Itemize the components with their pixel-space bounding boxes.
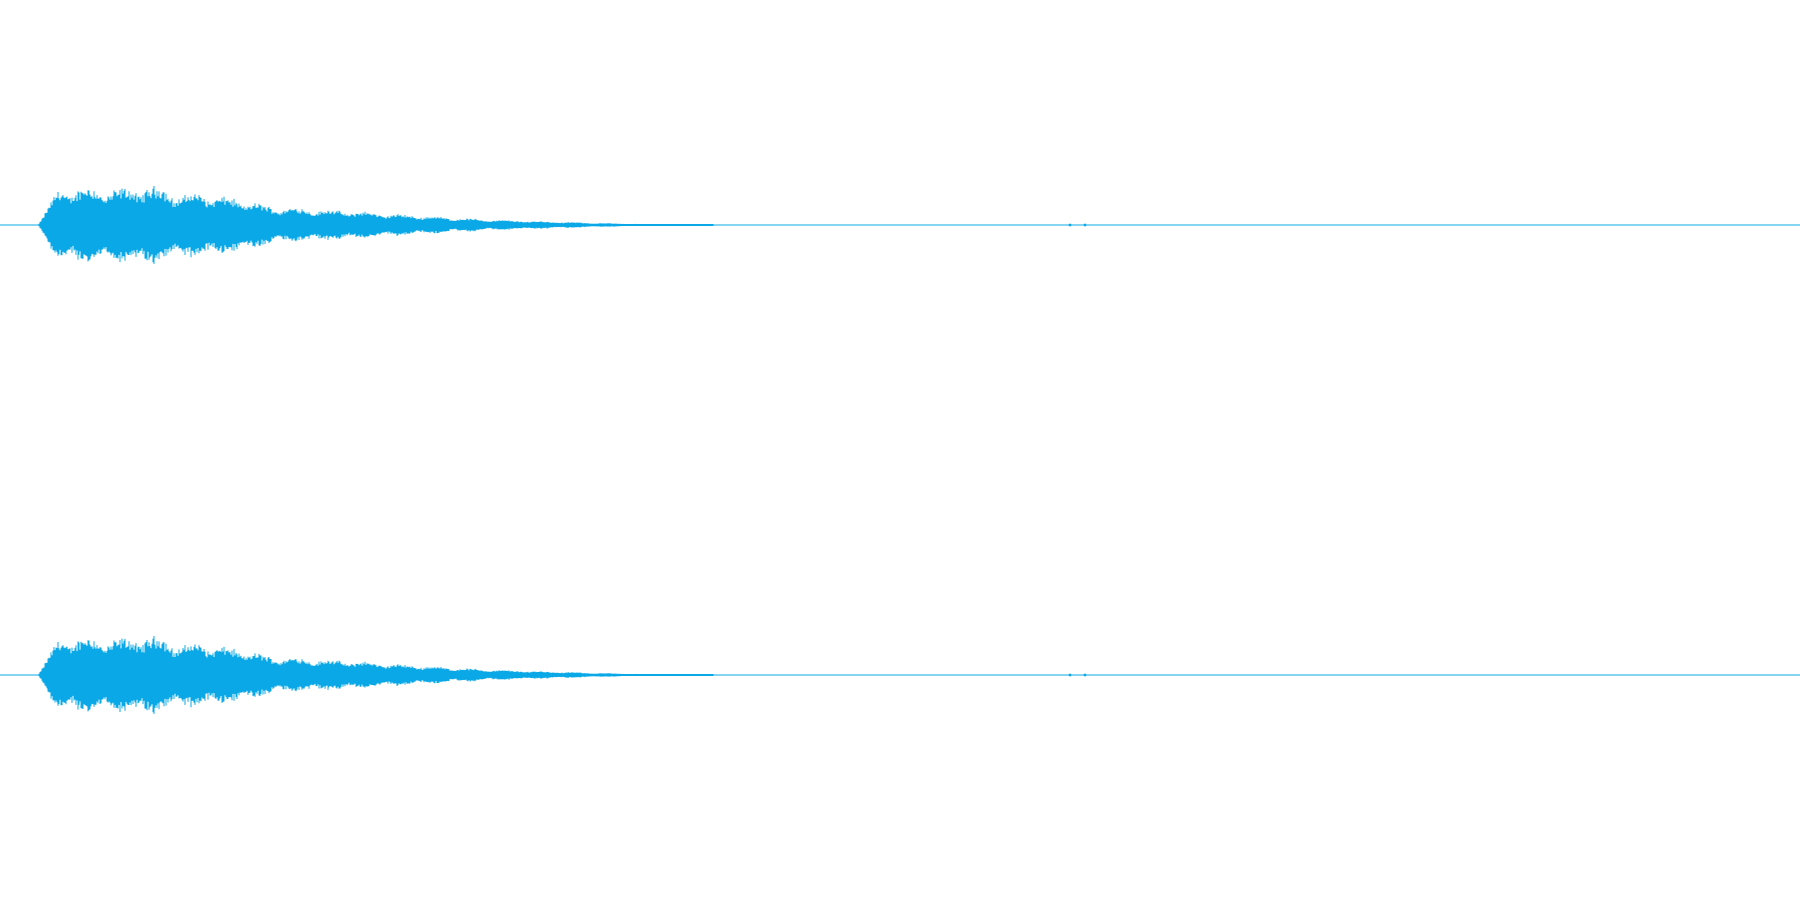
channel-2-tail-sample xyxy=(1068,673,1072,677)
channel-2-tail-sample xyxy=(1083,673,1087,677)
channel-layer xyxy=(0,186,1800,714)
channel-1-tail-sample xyxy=(1083,223,1087,227)
channel-2-signal xyxy=(38,636,714,714)
channel-1-tail-sample xyxy=(1068,223,1072,227)
channel-1-signal xyxy=(38,186,714,264)
channel-2-waveform xyxy=(0,636,1800,714)
channel-1-waveform xyxy=(0,186,1800,264)
